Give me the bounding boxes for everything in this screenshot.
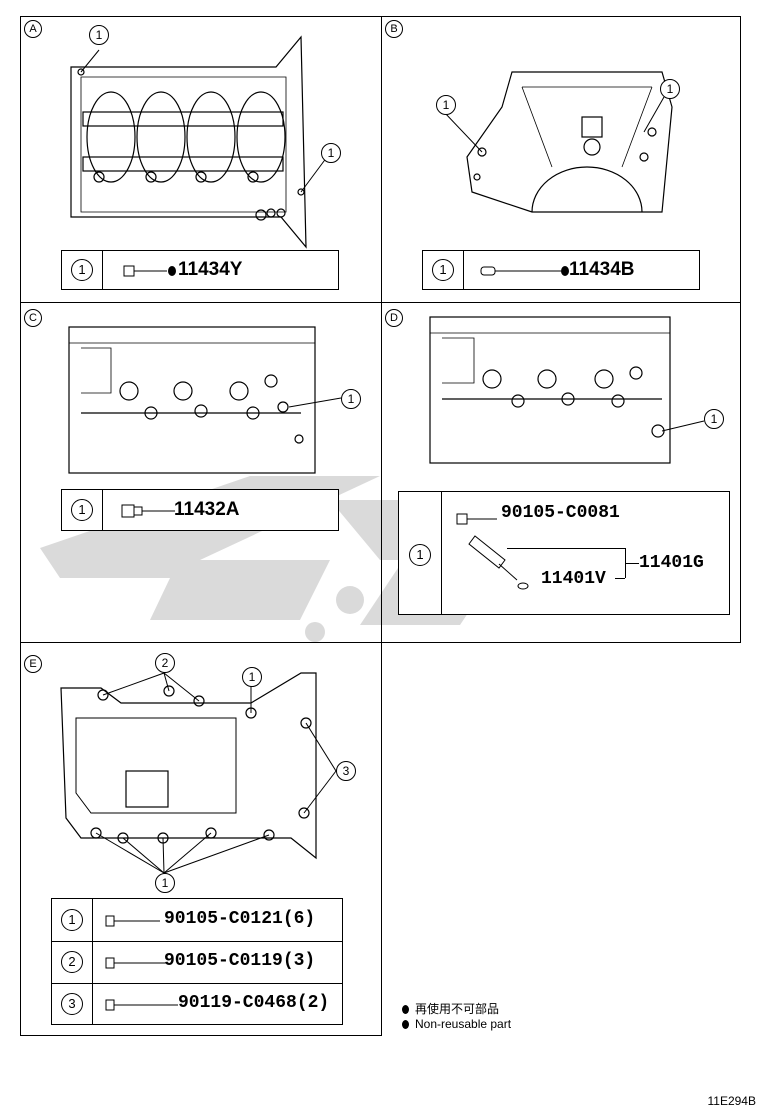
non-reusable-dot-icon: [402, 1020, 409, 1029]
legend-line-jp: 再使用不可部品: [402, 1000, 499, 1017]
legend-text-jp: 再使用不可部品: [415, 1002, 500, 1016]
panel-c: C 1 1 11432A: [20, 302, 382, 643]
bolt-icon-short: [105, 915, 160, 927]
part-number-90105-C0081: 90105-C0081: [501, 503, 620, 523]
straight-pin-icon: [480, 266, 569, 276]
oil-pan-view-e: [60, 672, 337, 874]
callout-1-right: 1: [660, 79, 680, 99]
non-reusable-dot-icon: [402, 1005, 409, 1014]
panel-label-d: D: [385, 309, 403, 327]
callout-1-bottom: 1: [155, 873, 175, 893]
bolt-icon-long: [105, 999, 178, 1011]
callout-1-top: 1: [89, 25, 109, 45]
panel-a: A 1 1 1 11434Y: [20, 16, 382, 303]
engine-block-top-view-c: [68, 326, 342, 474]
parts-table-b: 1 11434B: [422, 250, 700, 290]
part-number-90105-C0119: 90105-C0119(3): [164, 951, 316, 971]
assembly-number-11401G: 11401G: [639, 553, 704, 573]
row-index-1: 1: [71, 259, 93, 281]
callout-3: 3: [336, 761, 356, 781]
legend-line-en: Non-reusable part: [402, 1017, 511, 1031]
row-index-1: 1: [71, 499, 93, 521]
parts-table-a: 1 11434Y: [61, 250, 339, 290]
engine-block-top-view-d: [429, 316, 705, 464]
panel-e: E 2 1 3 1 1 90105-C0121(6): [20, 642, 382, 1036]
part-number-90119-C0468: 90119-C0468(2): [178, 993, 330, 1013]
parts-table-e: 1 90105-C0121(6) 2 90105-C0119(3) 3 9011…: [51, 898, 343, 1025]
legend-text-en: Non-reusable part: [415, 1017, 512, 1031]
callout-1: 1: [704, 409, 724, 429]
callout-1: 1: [341, 389, 361, 409]
bolt-icon-medium: [105, 957, 168, 969]
row-index-1: 1: [61, 909, 83, 931]
part-number-11432A: 11432A: [174, 499, 240, 520]
callout-2: 2: [155, 653, 175, 673]
parts-table-d: 1 90105-C0081 11401V 11401G: [398, 491, 730, 615]
row-index-2: 2: [61, 951, 83, 973]
part-number-11401V: 11401V: [541, 569, 606, 589]
panel-b: B 1 1 1 11434B: [381, 16, 741, 303]
panel-label-b: B: [385, 20, 403, 38]
panel-label-a: A: [24, 20, 42, 38]
row-index-1: 1: [432, 259, 454, 281]
knock-pin-icon: [123, 265, 176, 277]
plug-icon: [121, 504, 175, 518]
oil-jet-assembly-icon: [456, 513, 529, 590]
panel-d: D 1 1 90105-C0081 11401V: [381, 302, 741, 643]
callout-1-top: 1: [242, 667, 262, 687]
engine-block-end-view-b: [443, 71, 673, 213]
row-index-3: 3: [61, 993, 83, 1015]
engine-block-side-view-a: [70, 35, 328, 249]
part-number-90105-C0121: 90105-C0121(6): [164, 909, 316, 929]
row-index-1: 1: [409, 544, 431, 566]
callout-1-right: 1: [321, 143, 341, 163]
figure-code: 11E294B: [707, 1094, 757, 1108]
callout-1-left: 1: [436, 95, 456, 115]
parts-table-c: 1 11432A: [61, 489, 339, 531]
part-number-11434B: 11434B: [569, 259, 635, 280]
part-number-11434Y: 11434Y: [178, 259, 243, 280]
panel-label-c: C: [24, 309, 42, 327]
panel-label-e: E: [24, 655, 42, 673]
